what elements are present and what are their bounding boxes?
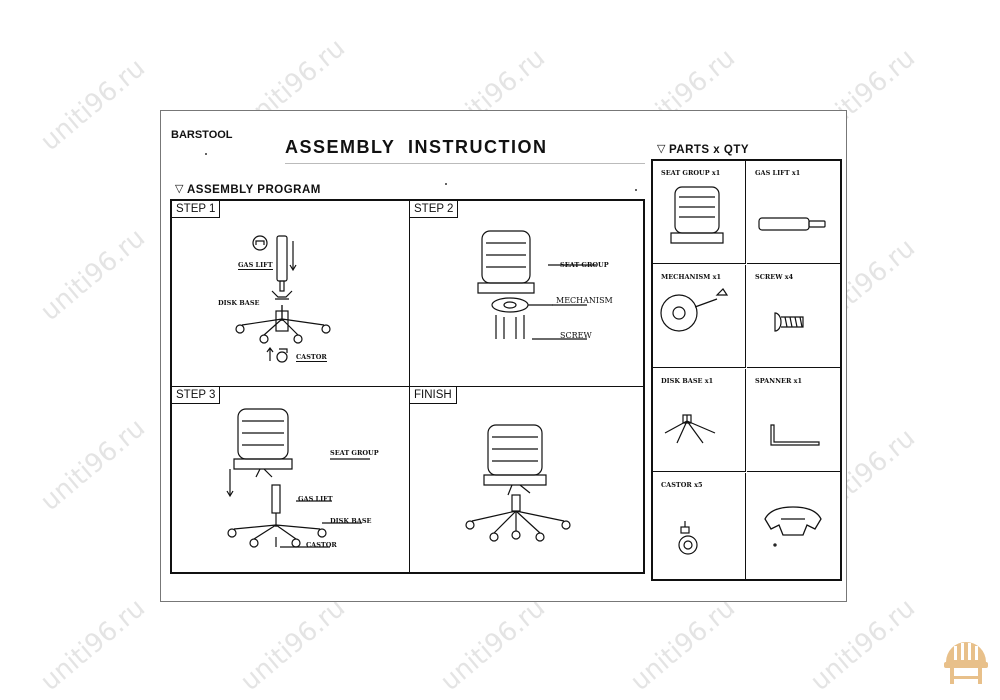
watermark: uniti96.ru [35, 52, 152, 158]
part-label: CASTOR x5 [661, 481, 703, 489]
part-label: MECHANISM x1 [661, 273, 722, 281]
parts-grid: SEAT GROUP x1 GAS LIFT x1 MECHANISM [651, 159, 842, 581]
step-1-label: STEP 1 [172, 201, 221, 218]
part-label: SEAT GROUP x1 [661, 169, 721, 177]
finish-drawing [465, 424, 571, 542]
seat-group-callout: SEAT GROUP [560, 261, 609, 269]
brand-label: BARSTOOL [171, 129, 233, 141]
watermark: uniti96.ru [805, 592, 922, 698]
watermark: uniti96.ru [435, 592, 552, 698]
mechanism-callout: MECHANISM [556, 296, 613, 305]
gas-lift-callout: GAS LIFT [298, 495, 333, 503]
watermark: uniti96.ru [35, 592, 152, 698]
part-castor: CASTOR x5 [653, 473, 746, 579]
part-screw: SCREW x4 [747, 265, 840, 368]
gas-lift-callout: GAS LIFT [238, 261, 273, 270]
screw-callout: SCREW [560, 331, 592, 340]
part-label: DISK BASE x1 [661, 377, 714, 385]
part-label: SCREW x4 [755, 273, 794, 281]
instruction-sheet: BARSTOOL ASSEMBLY INSTRUCTION ▽ASSEMBLY … [160, 110, 847, 602]
screw-icon [774, 312, 804, 332]
part-spanner: SPANNER x1 [747, 369, 840, 472]
disk-base-callout: DISK BASE [218, 299, 260, 307]
clip-icon [764, 506, 822, 547]
mechanism-icon [660, 288, 729, 332]
castor-callout: CASTOR [306, 541, 337, 549]
part-clip [747, 473, 840, 579]
step-3-drawing [226, 408, 370, 548]
watermark: uniti96.ru [625, 592, 742, 698]
watermark: uniti96.ru [35, 412, 152, 518]
part-disk-base: DISK BASE x1 [653, 369, 746, 472]
step-2-drawing [477, 230, 596, 340]
disk-base-callout: DISK BASE [330, 517, 372, 525]
parts-heading: ▽PARTS x QTY [657, 143, 750, 156]
disk-base-icon [664, 414, 716, 444]
step-3-label: STEP 3 [172, 387, 221, 404]
step-2-label: STEP 2 [410, 201, 459, 218]
seat-group-icon [670, 186, 724, 244]
speck [445, 183, 447, 185]
step-1-drawing [235, 235, 331, 363]
step-2-panel: STEP 2 SEAT GROUP MECHANISM SCREW [410, 201, 643, 387]
part-gas-lift: GAS LIFT x1 [747, 161, 840, 264]
step-3-panel: STEP 3 SEAT GROUP GAS LIFT DISK BASE CAS… [172, 387, 410, 572]
part-label: GAS LIFT x1 [755, 169, 801, 177]
castor-icon [678, 521, 698, 555]
spanner-icon [770, 424, 820, 446]
castor-callout: CASTOR [296, 353, 327, 362]
triangle-icon: ▽ [657, 143, 666, 155]
watermark: uniti96.ru [35, 222, 152, 328]
site-logo-icon [944, 642, 988, 684]
part-label: SPANNER x1 [755, 377, 803, 385]
step-1-panel: STEP 1 GAS LIFT DISK BASE CASTOR [172, 201, 410, 387]
speck [635, 189, 637, 191]
finish-panel: FINISH [410, 387, 643, 572]
watermark: uniti96.ru [235, 592, 352, 698]
finish-label: FINISH [410, 387, 457, 404]
page-title: ASSEMBLY INSTRUCTION [285, 137, 548, 157]
assembly-program-heading: ▽ASSEMBLY PROGRAM [175, 183, 321, 196]
seat-group-callout: SEAT GROUP [330, 449, 379, 457]
triangle-icon: ▽ [175, 183, 184, 195]
title-underline [285, 163, 645, 164]
gas-lift-icon [758, 217, 826, 231]
part-mechanism: MECHANISM x1 [653, 265, 746, 368]
speck [205, 153, 207, 155]
part-seat-group: SEAT GROUP x1 [653, 161, 746, 264]
assembly-steps-grid: STEP 1 GAS LIFT DISK BASE CASTOR STEP 2 [170, 199, 645, 574]
